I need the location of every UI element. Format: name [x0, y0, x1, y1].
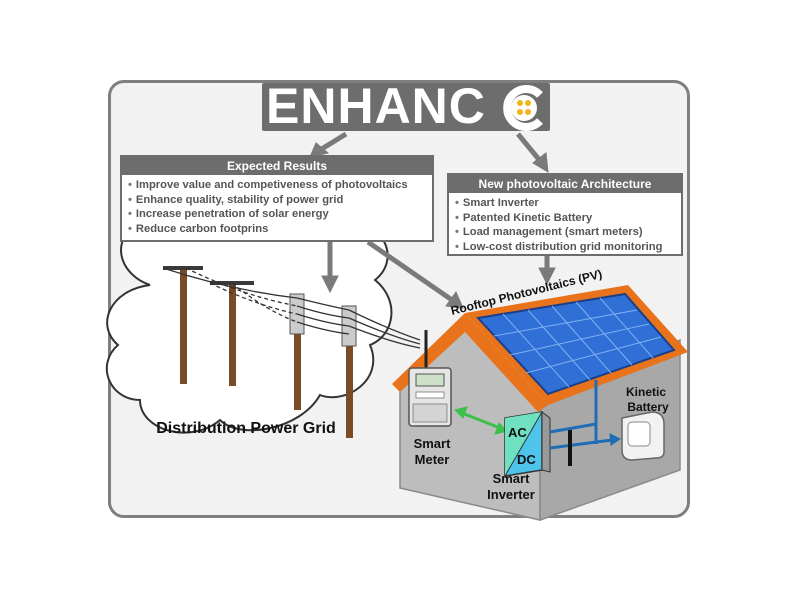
- flow-arrows: [309, 131, 556, 309]
- battery-label-line1: Kinetic: [626, 385, 666, 399]
- kinetic-battery-device: [621, 411, 665, 461]
- bullet-icon: •: [128, 222, 132, 235]
- list-item: •Enhance quality, stability of power gri…: [128, 193, 344, 206]
- expected-results-list: •Improve value and competiveness of phot…: [122, 175, 432, 236]
- inverter-device: [504, 411, 551, 477]
- meter-label-line2: Meter: [415, 452, 450, 467]
- architecture-panel: New photovoltaic Architecture •Smart Inv…: [447, 173, 683, 256]
- bullet-icon: •: [455, 211, 459, 224]
- expected-results-panel: Expected Results •Improve value and comp…: [120, 155, 434, 242]
- smart-meter-device: [408, 367, 452, 427]
- ac-label: AC: [508, 425, 527, 440]
- list-item: •Improve value and competiveness of phot…: [128, 179, 408, 191]
- power-lines: [162, 267, 421, 349]
- dc-wiring: [549, 380, 621, 466]
- bullet-icon: •: [455, 197, 459, 209]
- expected-results-title: Expected Results: [122, 157, 432, 175]
- architecture-list: •Smart Inverter •Patented Kinetic Batter…: [449, 193, 681, 254]
- bullet-icon: •: [455, 226, 459, 238]
- brand-title: ENHANC: [266, 78, 486, 134]
- bullet-icon: •: [455, 240, 459, 253]
- solar-array: [476, 292, 676, 396]
- battery-label-line2: Battery: [627, 400, 669, 414]
- inverter-label-line2: Inverter: [487, 487, 535, 502]
- brand-logo: [503, 85, 543, 131]
- list-item: •Low-cost distribution grid monitoring: [455, 240, 663, 253]
- inverter-label-line1: Smart: [493, 471, 531, 486]
- list-item: •Reduce carbon footprins: [128, 222, 269, 235]
- list-item: •Smart Inverter: [455, 197, 539, 209]
- brand-banner: [262, 83, 550, 131]
- pv-label: Rooftop Photovoltaics (PV): [449, 267, 603, 318]
- list-item: •Load management (smart meters): [455, 226, 643, 238]
- meter-inverter-link: [454, 406, 508, 435]
- grid-label: Distribution Power Grid: [156, 420, 336, 437]
- bullet-icon: •: [128, 193, 132, 206]
- bullet-icon: •: [128, 179, 132, 191]
- meter-label-line1: Smart: [414, 436, 452, 451]
- bullet-icon: •: [128, 208, 132, 220]
- list-item: •Increase penetration of solar energy: [128, 208, 329, 220]
- dc-label: DC: [517, 452, 536, 467]
- architecture-title: New photovoltaic Architecture: [449, 175, 681, 193]
- list-item: •Patented Kinetic Battery: [455, 211, 593, 224]
